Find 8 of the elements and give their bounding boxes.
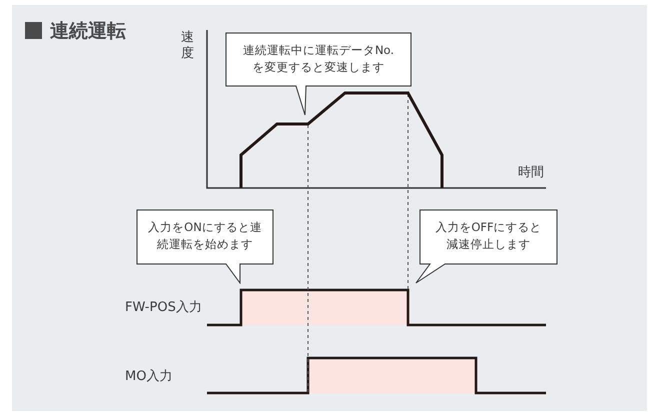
axis-label: 時間 [518,164,544,181]
speech-bubble-callout: 入力をONにすると連続運転を始めます [136,209,274,284]
signal-label: MO入力 [125,368,172,385]
speech-bubble-callout: 入力をOFFにすると減速停止します [415,209,558,284]
axis-label: 速度 [181,30,195,62]
signal-label: FW-POS入力 [125,299,202,316]
speech-bubble-callout: 連続運転中に運転データNo.を変更すると変速します [225,32,412,116]
title: 連続運転 [50,19,126,44]
